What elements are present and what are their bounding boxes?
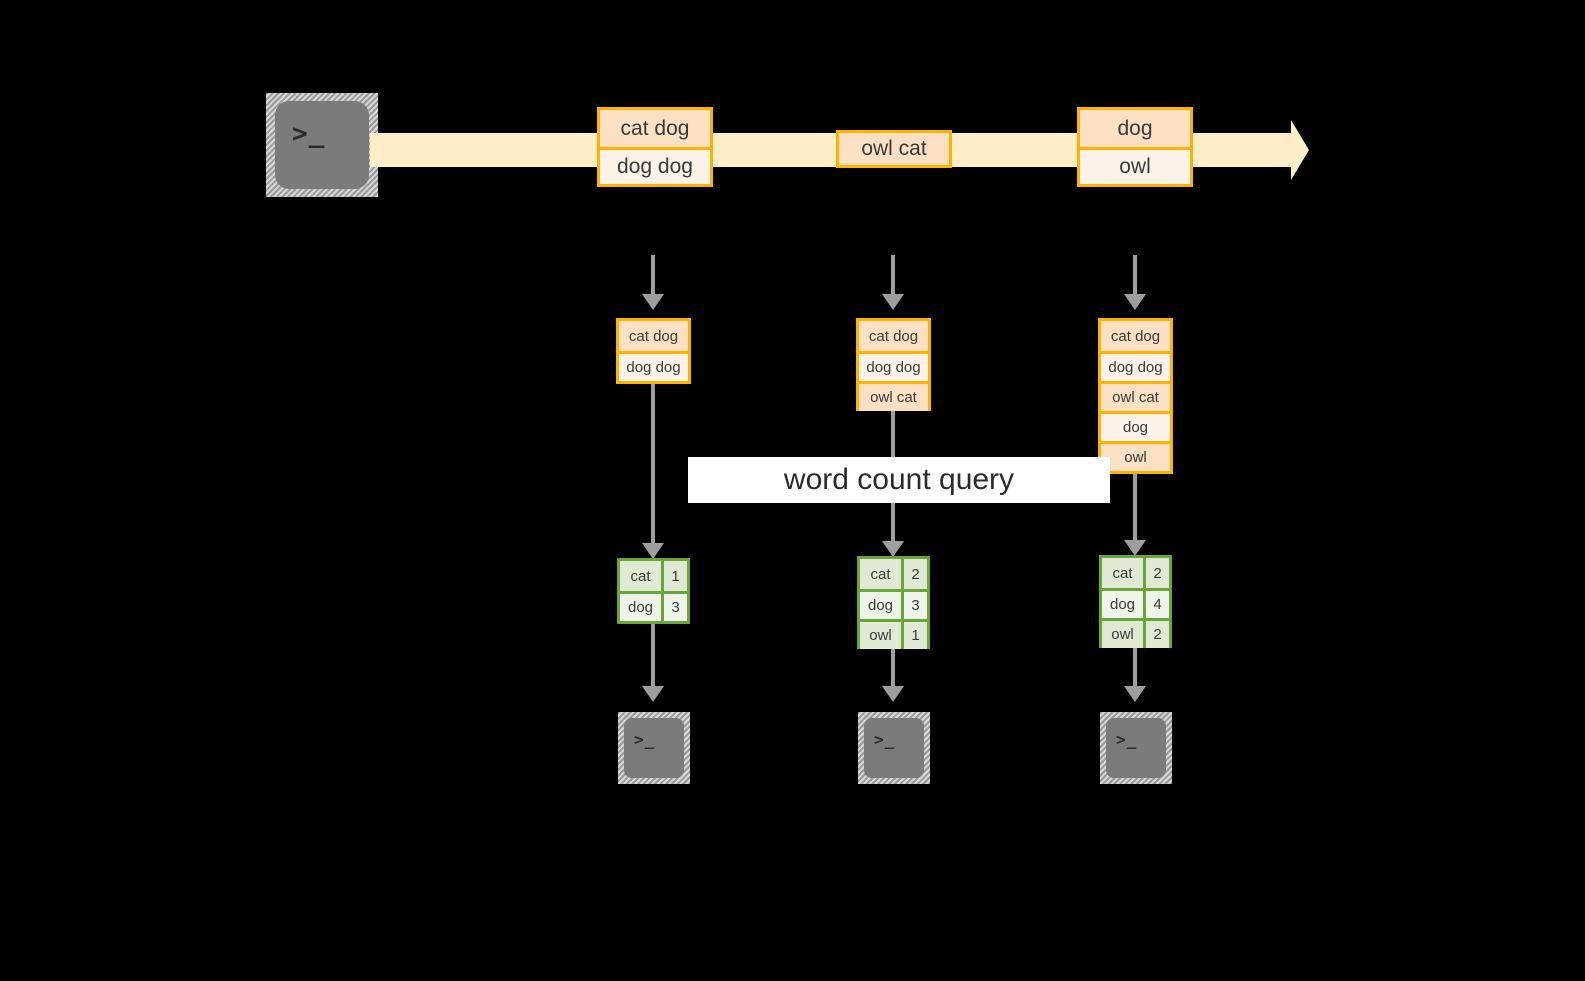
result-row: cat 2 [1102,558,1169,588]
result-word: dog [860,592,904,619]
trigger-arrow-head-2 [882,294,904,310]
result-word: dog [620,594,664,621]
source-terminal-icon: >_ [266,93,378,197]
query-connector-arrow-head-1 [642,543,664,559]
input-stream-arrow-head [1291,120,1309,180]
batch-input-row: dog dog [1101,351,1170,381]
batch-input-table-1: cat dog dog dog [616,318,691,384]
terminal-prompt-glyph: >_ [634,730,656,749]
result-count: 2 [1146,558,1169,588]
stream-message-2: owl cat [836,130,952,168]
batch-input-row: dog [1101,411,1170,441]
sink-terminal-icon-2: >_ [858,712,930,784]
result-count: 3 [664,594,687,621]
result-word: cat [620,561,664,591]
stream-message-line: owl cat [839,133,949,165]
result-word: owl [860,622,904,649]
result-count: 1 [664,561,687,591]
sink-connector-arrow-head-2 [882,686,904,702]
sink-connector-3 [1133,648,1137,692]
result-word: owl [1102,621,1146,648]
query-label-band: word count query [688,457,1110,503]
result-row: cat 2 [860,559,927,589]
result-row: dog 4 [1102,588,1169,618]
terminal-body [624,718,684,778]
stream-message-line: owl [1080,147,1190,184]
sink-terminal-icon-3: >_ [1100,712,1172,784]
result-word: dog [1102,591,1146,618]
batch-input-row: cat dog [859,321,928,351]
batch-input-row: owl cat [859,381,928,411]
result-count: 2 [904,559,927,589]
terminal-prompt-glyph: >_ [292,119,326,149]
batch-input-row: owl [1101,441,1170,471]
query-connector-3 [1133,474,1137,550]
stream-message-line: dog dog [600,147,710,184]
result-word: cat [860,559,904,589]
result-row: dog 3 [620,591,687,621]
sink-connector-2 [891,649,895,692]
trigger-line-3 [1133,255,1137,295]
stream-message-1: cat dog dog dog [597,107,713,187]
trigger-arrow-head-1 [642,294,664,310]
terminal-prompt-glyph: >_ [874,730,896,749]
trigger-line-1 [651,255,655,295]
sink-terminal-icon-1: >_ [618,712,690,784]
batch-input-row: owl cat [1101,381,1170,411]
terminal-body [275,101,369,189]
stream-message-line: dog [1080,110,1190,147]
result-count: 1 [904,622,927,649]
terminal-body [1106,718,1166,778]
batch-input-row: cat dog [619,321,688,351]
query-connector-1 [651,384,655,552]
query-connector-arrow-head-3 [1124,540,1146,556]
result-table-1: cat 1 dog 3 [617,558,690,624]
result-row: owl 1 [860,619,927,649]
result-count: 4 [1146,591,1169,618]
batch-input-row: dog dog [859,351,928,381]
sink-connector-arrow-head-3 [1124,686,1146,702]
result-table-3: cat 2 dog 4 owl 2 [1099,555,1172,648]
stream-message-line: cat dog [600,110,710,147]
result-count: 3 [904,592,927,619]
result-row: dog 3 [860,589,927,619]
result-word: cat [1102,558,1146,588]
trigger-line-2 [891,255,895,295]
batch-input-row: dog dog [619,351,688,381]
result-table-2: cat 2 dog 3 owl 1 [857,556,930,649]
result-row: owl 2 [1102,618,1169,648]
terminal-body [864,718,924,778]
terminal-prompt-glyph: >_ [1116,730,1138,749]
result-row: cat 1 [620,561,687,591]
sink-connector-1 [651,624,655,692]
batch-input-row: cat dog [1101,321,1170,351]
batch-input-table-2: cat dog dog dog owl cat [856,318,931,411]
sink-connector-arrow-head-1 [642,686,664,702]
stream-message-3: dog owl [1077,107,1193,187]
result-count: 2 [1146,621,1169,648]
batch-input-table-3: cat dog dog dog owl cat dog owl [1098,318,1173,474]
query-connector-arrow-head-2 [882,541,904,557]
trigger-arrow-head-3 [1124,294,1146,310]
